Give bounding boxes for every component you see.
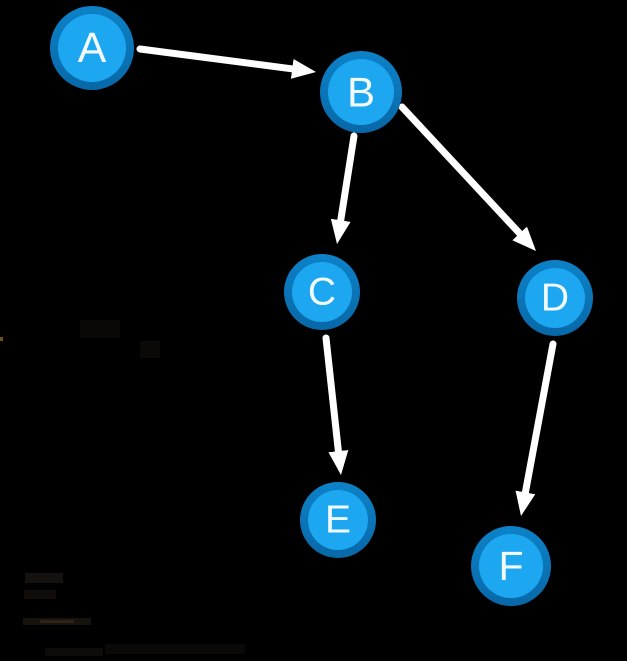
node-body-E — [308, 490, 368, 550]
node-F[interactable]: F — [471, 526, 551, 606]
node-D[interactable]: D — [517, 260, 593, 336]
node-E[interactable]: E — [300, 482, 376, 558]
node-body-C — [292, 262, 352, 322]
node-body-A — [58, 14, 126, 82]
node-body-B — [328, 59, 394, 125]
edge-D-F — [515, 340, 557, 517]
node-body-D — [525, 268, 585, 328]
node-C[interactable]: C — [284, 254, 360, 330]
edge-C-E — [322, 334, 349, 476]
edge-B-D — [398, 103, 536, 251]
edge-A-B — [136, 45, 317, 79]
edge-B-C — [330, 132, 358, 244]
node-B[interactable]: B — [320, 51, 402, 133]
node-body-F — [479, 534, 543, 598]
node-A[interactable]: A — [50, 6, 134, 90]
